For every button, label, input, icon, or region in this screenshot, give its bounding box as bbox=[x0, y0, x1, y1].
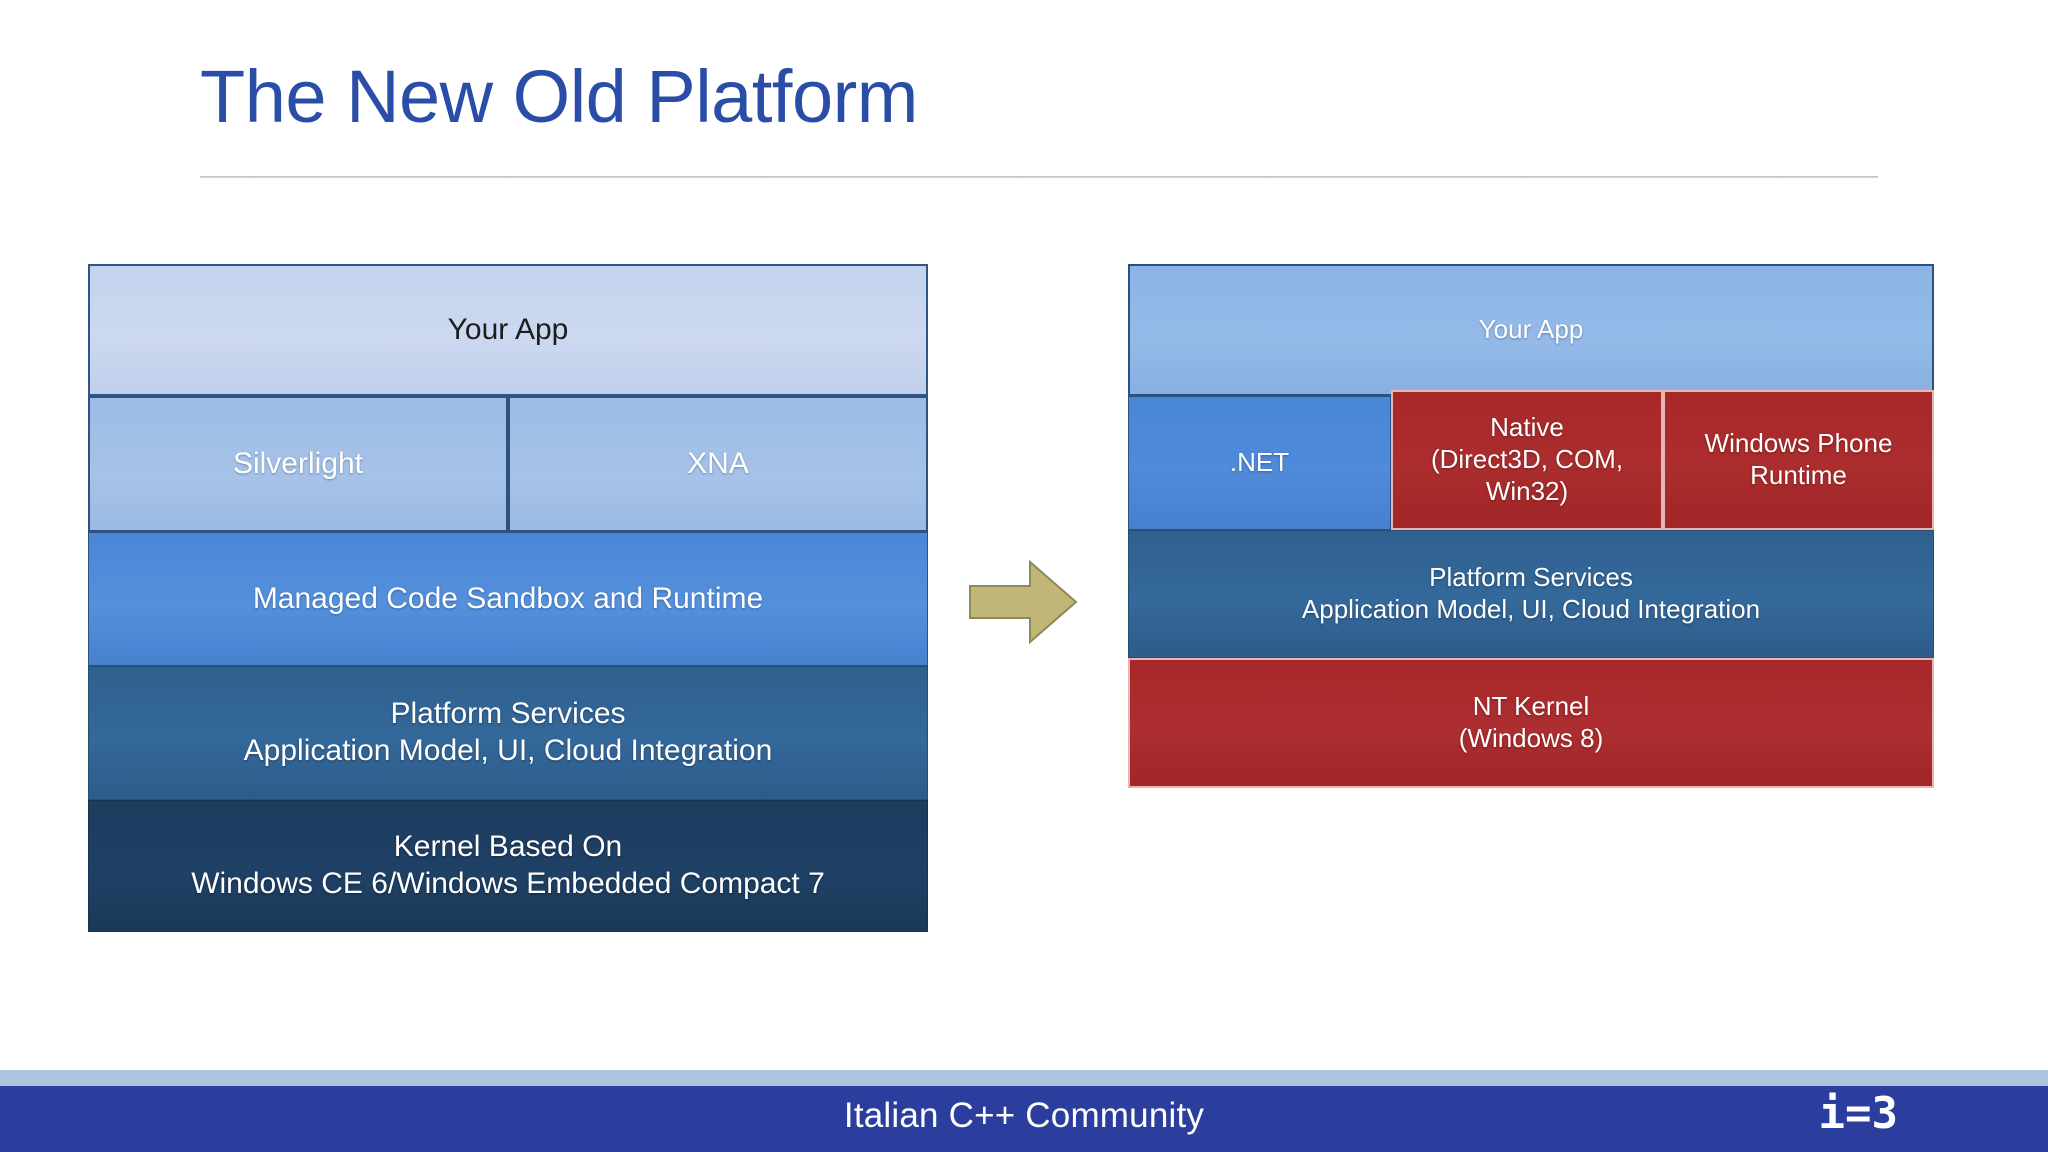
new-layer-wp-runtime-line-1: Windows Phone bbox=[1704, 428, 1893, 459]
old-layer-managed-code-label: Managed Code Sandbox and Runtime bbox=[252, 581, 764, 615]
new-layer-nt-kernel: NT Kernel (Windows 8) bbox=[1128, 658, 1934, 788]
old-layer-silverlight-label: Silverlight bbox=[232, 446, 364, 480]
old-layer-silverlight: Silverlight bbox=[88, 396, 508, 532]
old-layer-xna: XNA bbox=[508, 396, 928, 532]
old-layer-your-app: Your App bbox=[88, 264, 928, 396]
right-arrow-icon bbox=[968, 558, 1078, 646]
new-layer-nt-kernel-subtitle: (Windows 8) bbox=[1458, 723, 1604, 753]
new-layer-native-line-1: Native bbox=[1490, 412, 1564, 443]
old-layer-platform-services-title: Platform Services bbox=[390, 697, 626, 731]
title-divider bbox=[200, 176, 1878, 178]
footer-community-label: Italian C++ Community bbox=[843, 1096, 1205, 1135]
new-layer-platform-services-title: Platform Services bbox=[1429, 562, 1633, 593]
old-layer-kernel: Kernel Based On Windows CE 6/Windows Emb… bbox=[88, 800, 928, 932]
footer-accent-strip bbox=[0, 1070, 2048, 1086]
old-layer-kernel-title: Kernel Based On bbox=[393, 830, 623, 864]
page-title: The New Old Platform bbox=[200, 55, 918, 138]
old-layer-xna-label: XNA bbox=[687, 446, 749, 480]
old-layer-kernel-subtitle: Windows CE 6/Windows Embedded Compact 7 bbox=[191, 867, 825, 900]
new-layer-dotnet-label: .NET bbox=[1229, 447, 1290, 478]
new-layer-your-app-label: Your App bbox=[1478, 314, 1584, 345]
slide-counter: i=3 bbox=[1818, 1088, 1898, 1139]
new-layer-nt-kernel-title: NT Kernel bbox=[1472, 691, 1590, 722]
old-layer-managed-code: Managed Code Sandbox and Runtime bbox=[88, 532, 928, 666]
new-layer-native-line-3: Win32) bbox=[1485, 475, 1569, 506]
new-layer-dotnet: .NET bbox=[1128, 396, 1391, 530]
footer-bar bbox=[0, 1086, 2048, 1152]
old-layer-your-app-label: Your App bbox=[447, 312, 569, 346]
new-layer-platform-services-subtitle: Application Model, UI, Cloud Integration bbox=[1301, 594, 1761, 624]
new-layer-wp-runtime: Windows Phone Runtime bbox=[1663, 390, 1934, 530]
new-layer-your-app: Your App bbox=[1128, 264, 1934, 396]
new-layer-wp-runtime-line-2: Runtime bbox=[1750, 460, 1847, 490]
new-layer-native: Native (Direct3D, COM, Win32) bbox=[1391, 390, 1663, 530]
new-layer-native-line-2: (Direct3D, COM, bbox=[1430, 444, 1624, 475]
old-layer-platform-services: Platform Services Application Model, UI,… bbox=[88, 666, 928, 800]
new-layer-platform-services: Platform Services Application Model, UI,… bbox=[1128, 530, 1934, 658]
old-layer-platform-services-subtitle: Application Model, UI, Cloud Integration bbox=[243, 734, 773, 767]
